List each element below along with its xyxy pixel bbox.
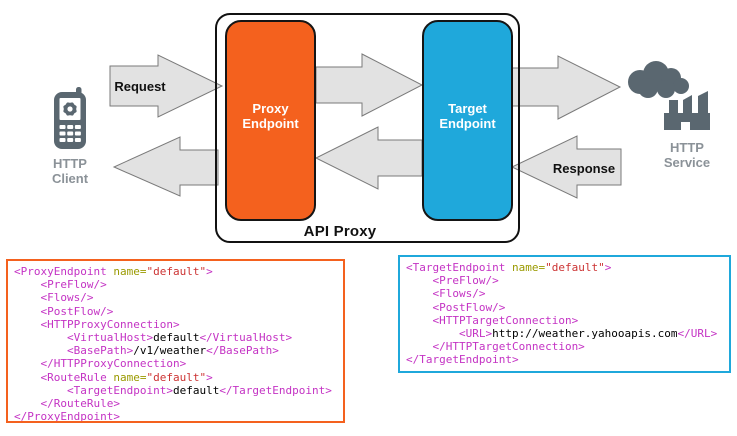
request-arrow — [109, 54, 224, 118]
target-to-service-arrow — [511, 55, 622, 120]
http-service — [626, 60, 718, 138]
proxy-endpoint-code: <ProxyEndpoint name="default"> <PreFlow/… — [6, 259, 345, 423]
target-endpoint-code: <TargetEndpoint name="default"> <PreFlow… — [398, 255, 731, 373]
response-label: Response — [552, 161, 616, 176]
factory — [664, 91, 710, 130]
phone-gear-icon — [54, 87, 86, 149]
api-proxy-label: API Proxy — [303, 223, 377, 240]
proxy-to-target-arrow — [315, 53, 424, 117]
target-to-proxy-arrow — [314, 126, 423, 190]
factory-cloud-icon — [628, 61, 710, 130]
request-label: Request — [114, 79, 166, 94]
api-proxy-container — [215, 13, 520, 243]
keypad — [59, 125, 81, 142]
client-response-arrow — [112, 136, 219, 197]
gear-icon — [63, 102, 77, 116]
smoke-cloud — [628, 61, 689, 98]
http-client — [52, 87, 88, 151]
service-response-arrow — [510, 135, 622, 199]
